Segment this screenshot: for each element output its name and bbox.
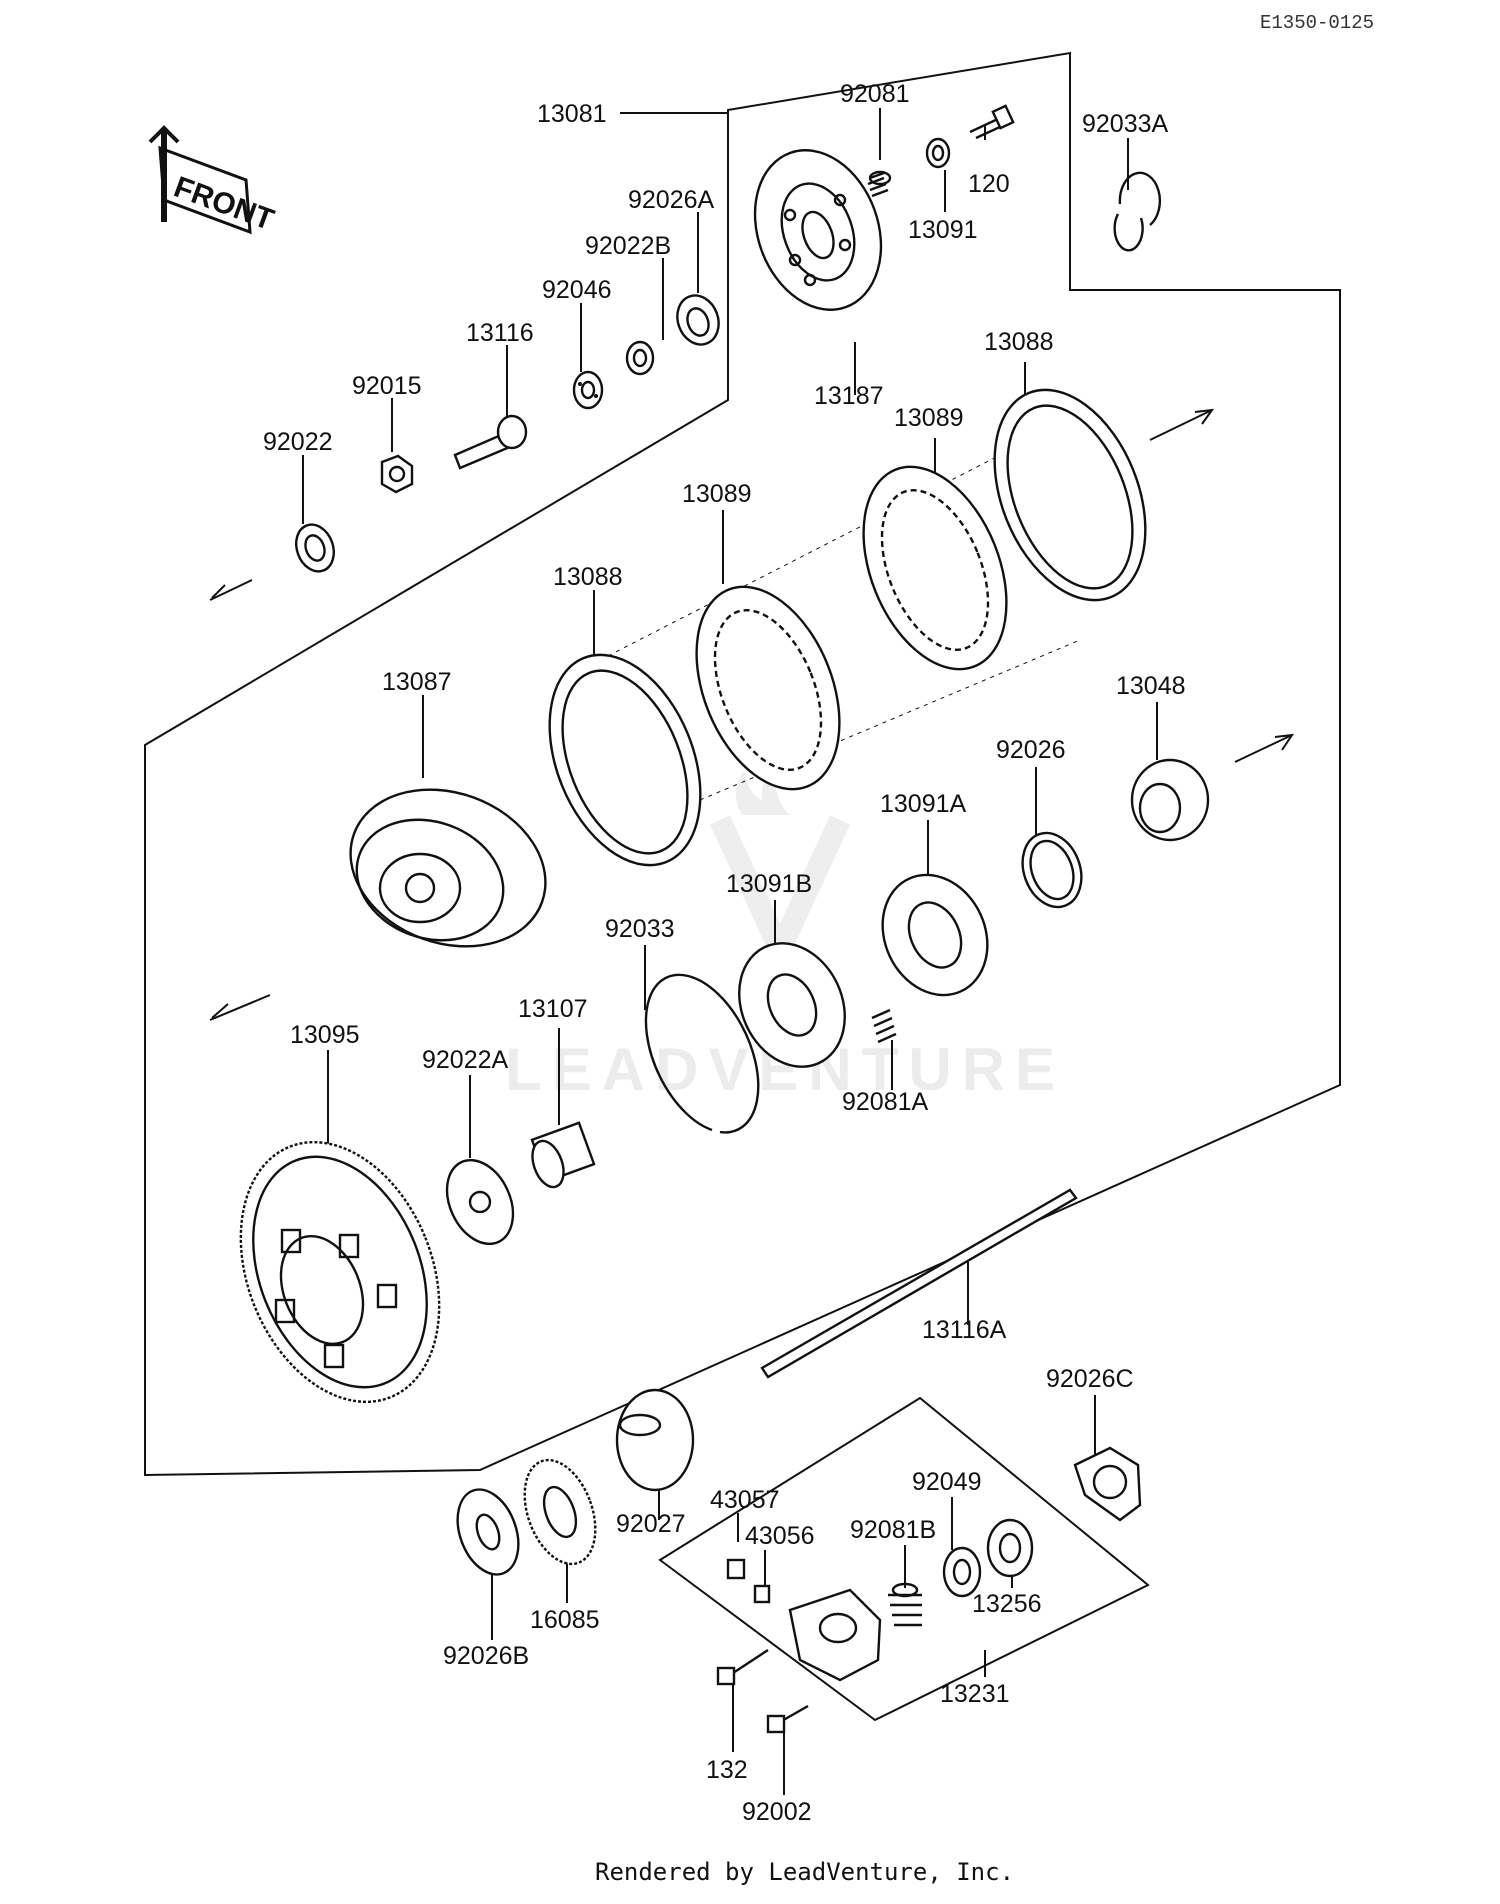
label-92026: 92026 — [996, 736, 1066, 764]
label-132: 132 — [706, 1756, 748, 1784]
part-13091B-holder — [738, 942, 846, 1068]
label-92033: 92033 — [605, 915, 675, 943]
part-13107-sleeve — [530, 1121, 596, 1189]
part-13088-friction-plate-left — [548, 653, 702, 867]
diagram-code: E1350-0125 — [1260, 12, 1374, 34]
part-13116A-rod — [760, 1188, 1078, 1379]
front-arrow: FRONT — [148, 125, 278, 237]
part-92022B-washer — [625, 340, 655, 376]
label-13091: 13091 — [908, 216, 978, 244]
part-13187-pressure-plate — [753, 149, 883, 311]
label-92081B: 92081B — [850, 1516, 936, 1544]
part-43057-fitting — [726, 1558, 746, 1580]
pump-boundary — [658, 1396, 1150, 1722]
part-92033-circlip — [644, 973, 760, 1134]
part-120-bolt — [969, 104, 1015, 140]
label-13095: 13095 — [290, 1021, 360, 1049]
label-13231: 13231 — [940, 1680, 1010, 1708]
label-92081: 92081 — [840, 80, 910, 108]
label-13107: 13107 — [518, 995, 588, 1023]
label-13089-right: 13089 — [894, 404, 964, 432]
part-92081A-spring — [871, 1008, 897, 1044]
part-13087-clutch-hub — [349, 788, 547, 948]
part-13089-steel-plate-right — [862, 465, 1008, 671]
part-92026C-gasket — [1073, 1446, 1142, 1522]
part-labels: 13081 92081 92033A 120 13091 92026A 9202… — [263, 80, 1186, 1826]
label-92026A: 92026A — [628, 186, 715, 214]
part-13091A-ring — [881, 873, 989, 997]
part-13088-friction-plate-right — [993, 388, 1147, 602]
part-16085-gear — [523, 1458, 597, 1566]
part-13089-steel-plate-left — [695, 585, 841, 791]
label-92026C: 92026C — [1046, 1365, 1134, 1393]
part-13256-bushing — [986, 1518, 1034, 1578]
part-13231-pump-body — [788, 1588, 882, 1682]
part-92027-collar — [615, 1388, 695, 1492]
label-13116A: 13116A — [922, 1316, 1007, 1344]
label-13048: 13048 — [1116, 672, 1186, 700]
part-132-bolt — [716, 1648, 769, 1686]
part-92026A-washer — [676, 294, 720, 346]
label-13187: 13187 — [814, 382, 884, 410]
part-92026B-washer — [456, 1488, 520, 1576]
part-92022A-washer — [445, 1158, 515, 1246]
label-92049: 92049 — [912, 1468, 982, 1496]
label-13089-left: 13089 — [682, 480, 752, 508]
part-13095-clutch-housing — [239, 1140, 441, 1404]
label-13088-right: 13088 — [984, 328, 1054, 356]
part-92002-screw — [766, 1704, 809, 1734]
leader-lines — [302, 108, 1158, 1795]
part-13091-collar — [925, 137, 951, 169]
label-13116: 13116 — [466, 319, 534, 347]
label-92027: 92027 — [616, 1510, 686, 1538]
label-43057: 43057 — [710, 1486, 780, 1514]
label-13256: 13256 — [972, 1590, 1042, 1618]
label-13091A: 13091A — [880, 790, 967, 818]
label-92002: 92002 — [742, 1798, 812, 1826]
label-92033A: 92033A — [1082, 110, 1169, 138]
part-92022-lock-washer — [294, 523, 336, 573]
label-92022A: 92022A — [422, 1046, 509, 1074]
part-92046-bearing — [572, 370, 604, 410]
housing-boundary — [144, 51, 1341, 1477]
footer-credit: Rendered by LeadVenture, Inc. — [595, 1858, 1014, 1886]
part-92015-nut — [380, 454, 414, 494]
label-13081: 13081 — [537, 100, 607, 128]
part-43056-fitting — [753, 1584, 771, 1604]
part-92081-spring — [867, 170, 892, 198]
part-92081B-spring — [888, 1582, 922, 1627]
label-92081A: 92081A — [842, 1088, 929, 1116]
part-13048-hub — [1130, 758, 1210, 842]
label-16085: 16085 — [530, 1606, 600, 1634]
label-92046: 92046 — [542, 276, 612, 304]
label-43056: 43056 — [745, 1522, 815, 1550]
label-92015: 92015 — [352, 372, 422, 400]
label-13088-left: 13088 — [553, 563, 623, 591]
label-120: 120 — [968, 170, 1010, 198]
parts — [239, 104, 1210, 1734]
part-92033A-circlip — [1113, 171, 1162, 252]
part-92049-seal — [942, 1546, 982, 1598]
alignment-lines — [599, 449, 1081, 801]
direction-arrows — [209, 408, 1295, 1021]
label-13091B: 13091B — [726, 870, 812, 898]
part-92026-washer — [1021, 831, 1083, 909]
part-13116-pushrod — [453, 414, 528, 470]
label-92026B: 92026B — [443, 1642, 529, 1670]
label-92022B: 92022B — [585, 232, 671, 260]
label-13087: 13087 — [382, 668, 452, 696]
label-92022: 92022 — [263, 428, 333, 456]
